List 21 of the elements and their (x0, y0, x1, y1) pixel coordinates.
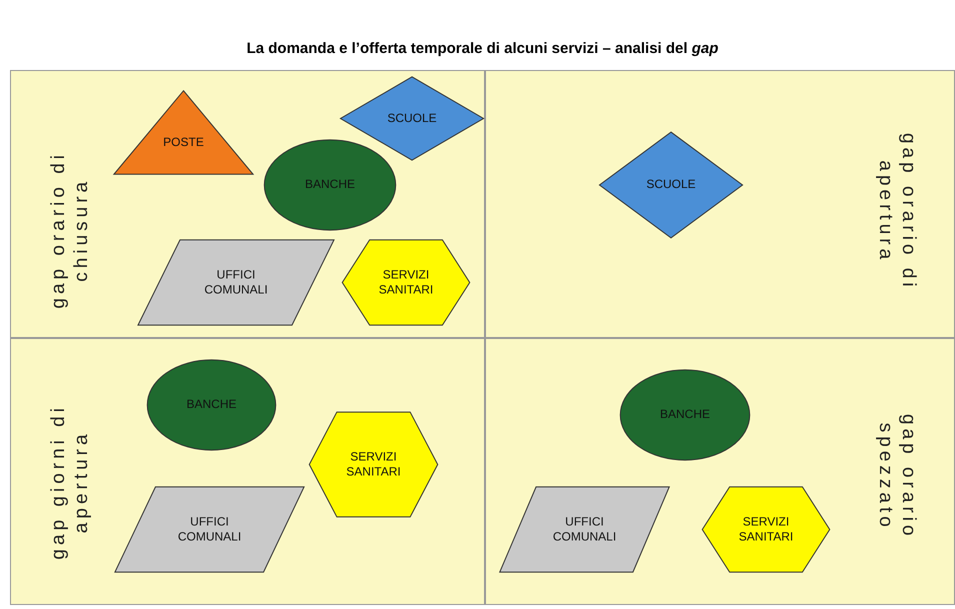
shape-label: BANCHE (304, 177, 356, 193)
shape-label: UFFICI COMUNALI (552, 514, 618, 546)
shape-label: SERVIZI SANITARI (378, 266, 434, 298)
shape-label: UFFICI COMUNALI (176, 514, 242, 546)
diagram-title: La domanda e l’offerta temporale di alcuni servizi – analisi del gap (246, 40, 720, 57)
shape-label: BANCHE (658, 407, 711, 423)
quadrant-panel (485, 338, 955, 605)
quadrant-panel (485, 70, 955, 338)
shape-label: UFFICI COMUNALI (203, 266, 269, 298)
shape-label: SERVIZI SANITARI (345, 448, 402, 480)
quadrant-panel (10, 70, 485, 338)
quadrant-panel (10, 338, 485, 605)
quadrant-label: gap orario di chiusura (48, 150, 93, 311)
quadrant-label: gap orario di apertura (874, 132, 919, 293)
shape-label: SCUOLE (645, 177, 697, 193)
shape-label: BANCHE (185, 397, 238, 413)
shape-label: SCUOLE (386, 110, 438, 126)
quadrant-label: gap orario spezzato (874, 413, 919, 542)
quadrant-label: gap giorni di apertura (48, 403, 93, 562)
shape-label: SERVIZI SANITARI (738, 514, 794, 546)
shape-label: POSTE (162, 135, 205, 151)
